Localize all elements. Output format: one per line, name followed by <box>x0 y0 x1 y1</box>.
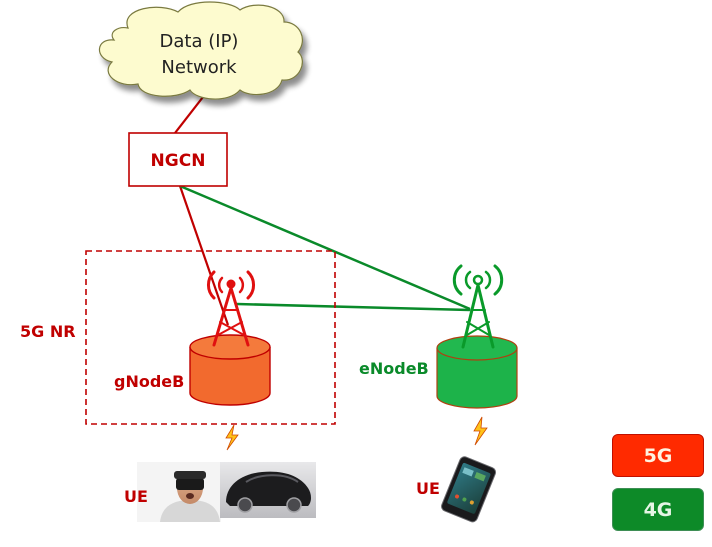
ue-5g-label: UE <box>124 487 148 506</box>
legend-5g-badge: 5G <box>612 434 704 477</box>
gnodeb-label: gNodeB <box>114 372 184 391</box>
cloud-label-line1: Data (IP) <box>160 31 239 52</box>
concept-car-photo <box>220 462 316 518</box>
gnodeb-to-enodeb-link <box>236 302 471 312</box>
vr-headset-user-photo <box>137 462 221 522</box>
gnodeb-tower-icon <box>207 270 255 347</box>
legend-5g-label: 5G <box>643 444 673 467</box>
gnodeb-cylinder <box>189 334 271 406</box>
smartphone-photo <box>441 456 497 523</box>
ngcn-box <box>128 132 228 187</box>
enodeb-label: eNodeB <box>359 359 429 378</box>
ngcn-to-gnodeb-link <box>178 185 230 326</box>
data-network-cloud <box>98 1 303 100</box>
5g-nr-label: 5G NR <box>20 322 76 341</box>
enodeb-tower-icon <box>452 264 504 349</box>
cloud-label-line2: Network <box>161 57 237 78</box>
enodeb-cylinder <box>436 335 518 409</box>
gnodeb-radio-link-bolt-icon <box>225 424 239 451</box>
legend-4g-badge: 4G <box>612 488 704 531</box>
ngcn-label: NGCN <box>151 151 206 171</box>
enodeb-radio-link-bolt-icon <box>473 416 488 446</box>
ue-4g-label: UE <box>416 479 440 498</box>
5g-nr-group-boundary <box>85 250 336 425</box>
legend-4g-label: 4G <box>643 498 673 521</box>
ngcn-to-enodeb-link <box>179 184 471 311</box>
